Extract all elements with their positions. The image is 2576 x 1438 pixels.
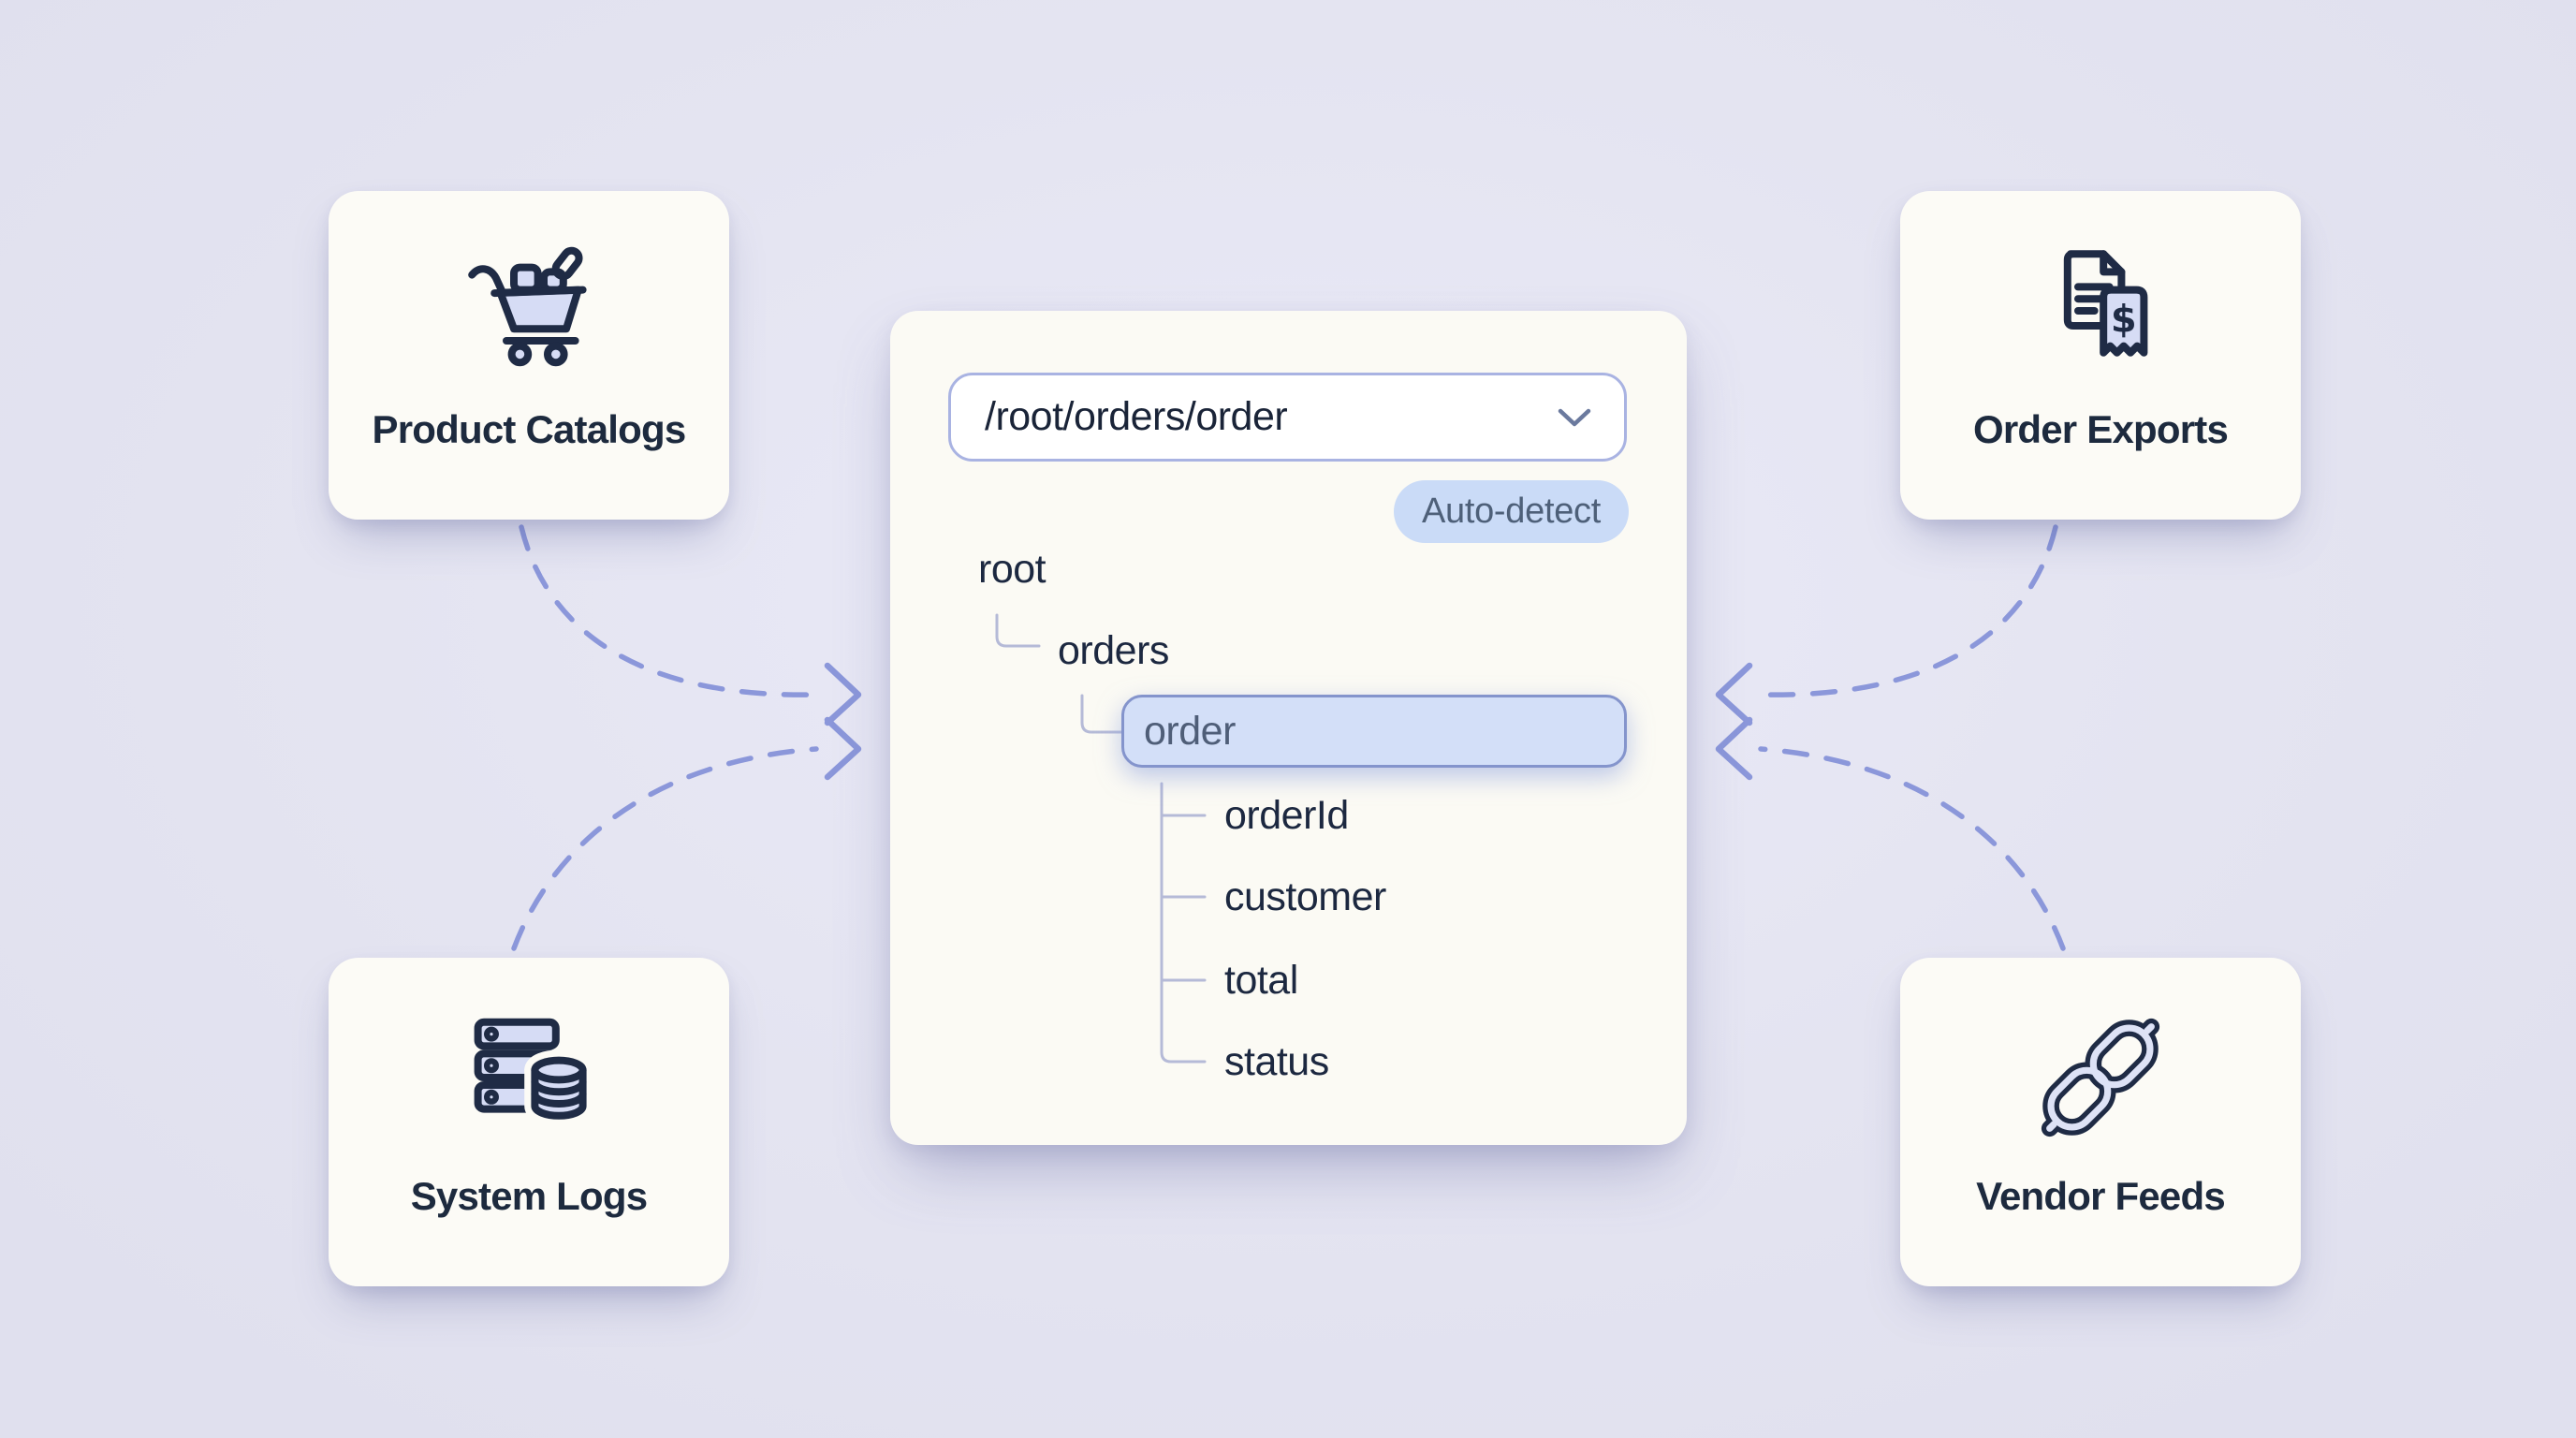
xpath-value: /root/orders/order: [985, 394, 1288, 439]
tree-node-orderid[interactable]: orderId: [1224, 793, 1349, 838]
card-product-catalogs: Product Catalogs: [329, 191, 729, 520]
card-label: System Logs: [410, 1174, 648, 1218]
schema-tree: root orders order orderId customer total…: [890, 311, 1687, 1145]
tree-node-status[interactable]: status: [1224, 1039, 1329, 1084]
invoice-receipt-icon: $: [2026, 236, 2175, 386]
tree-node-root[interactable]: root: [978, 547, 1046, 592]
server-database-icon: [454, 1003, 604, 1152]
tree-node-total[interactable]: total: [1224, 958, 1298, 1003]
card-vendor-feeds: Vendor Feeds: [1900, 958, 2301, 1286]
svg-text:$: $: [2111, 298, 2137, 341]
arrowhead-right-icon: [824, 716, 862, 781]
arrow-order-exports-to-mapper: [1758, 524, 2058, 697]
arrowhead-right-icon: [824, 662, 862, 726]
arrow-system-logs-to-mapper: [511, 746, 819, 951]
mapper-panel: /root/orders/order Auto-detect root or: [890, 311, 1687, 1145]
tree-node-customer[interactable]: customer: [1224, 874, 1386, 919]
auto-detect-label: Auto-detect: [1421, 492, 1601, 531]
card-system-logs: System Logs: [329, 958, 729, 1286]
arrowhead-left-icon: [1715, 716, 1753, 781]
card-label: Order Exports: [1972, 407, 2229, 451]
shopping-cart-icon: [454, 236, 604, 386]
arrowhead-left-icon: [1715, 662, 1753, 726]
chain-link-icon: [2026, 1003, 2175, 1152]
xpath-selector[interactable]: /root/orders/order: [948, 373, 1627, 462]
arrow-vendor-feeds-to-mapper: [1758, 746, 2066, 951]
arrow-product-catalogs-to-mapper: [519, 524, 819, 697]
auto-detect-badge[interactable]: Auto-detect: [1393, 480, 1629, 543]
tree-connectors: [995, 613, 1207, 1064]
card-order-exports: $ Order Exports: [1900, 191, 2301, 520]
tree-node-order-selected[interactable]: order: [1121, 695, 1627, 768]
card-label: Product Catalogs: [372, 407, 687, 451]
card-label: Vendor Feeds: [1976, 1174, 2226, 1218]
chevron-down-icon: [1558, 408, 1591, 426]
selected-node-label: order: [1144, 708, 1236, 754]
tree-node-orders[interactable]: orders: [1058, 628, 1169, 673]
